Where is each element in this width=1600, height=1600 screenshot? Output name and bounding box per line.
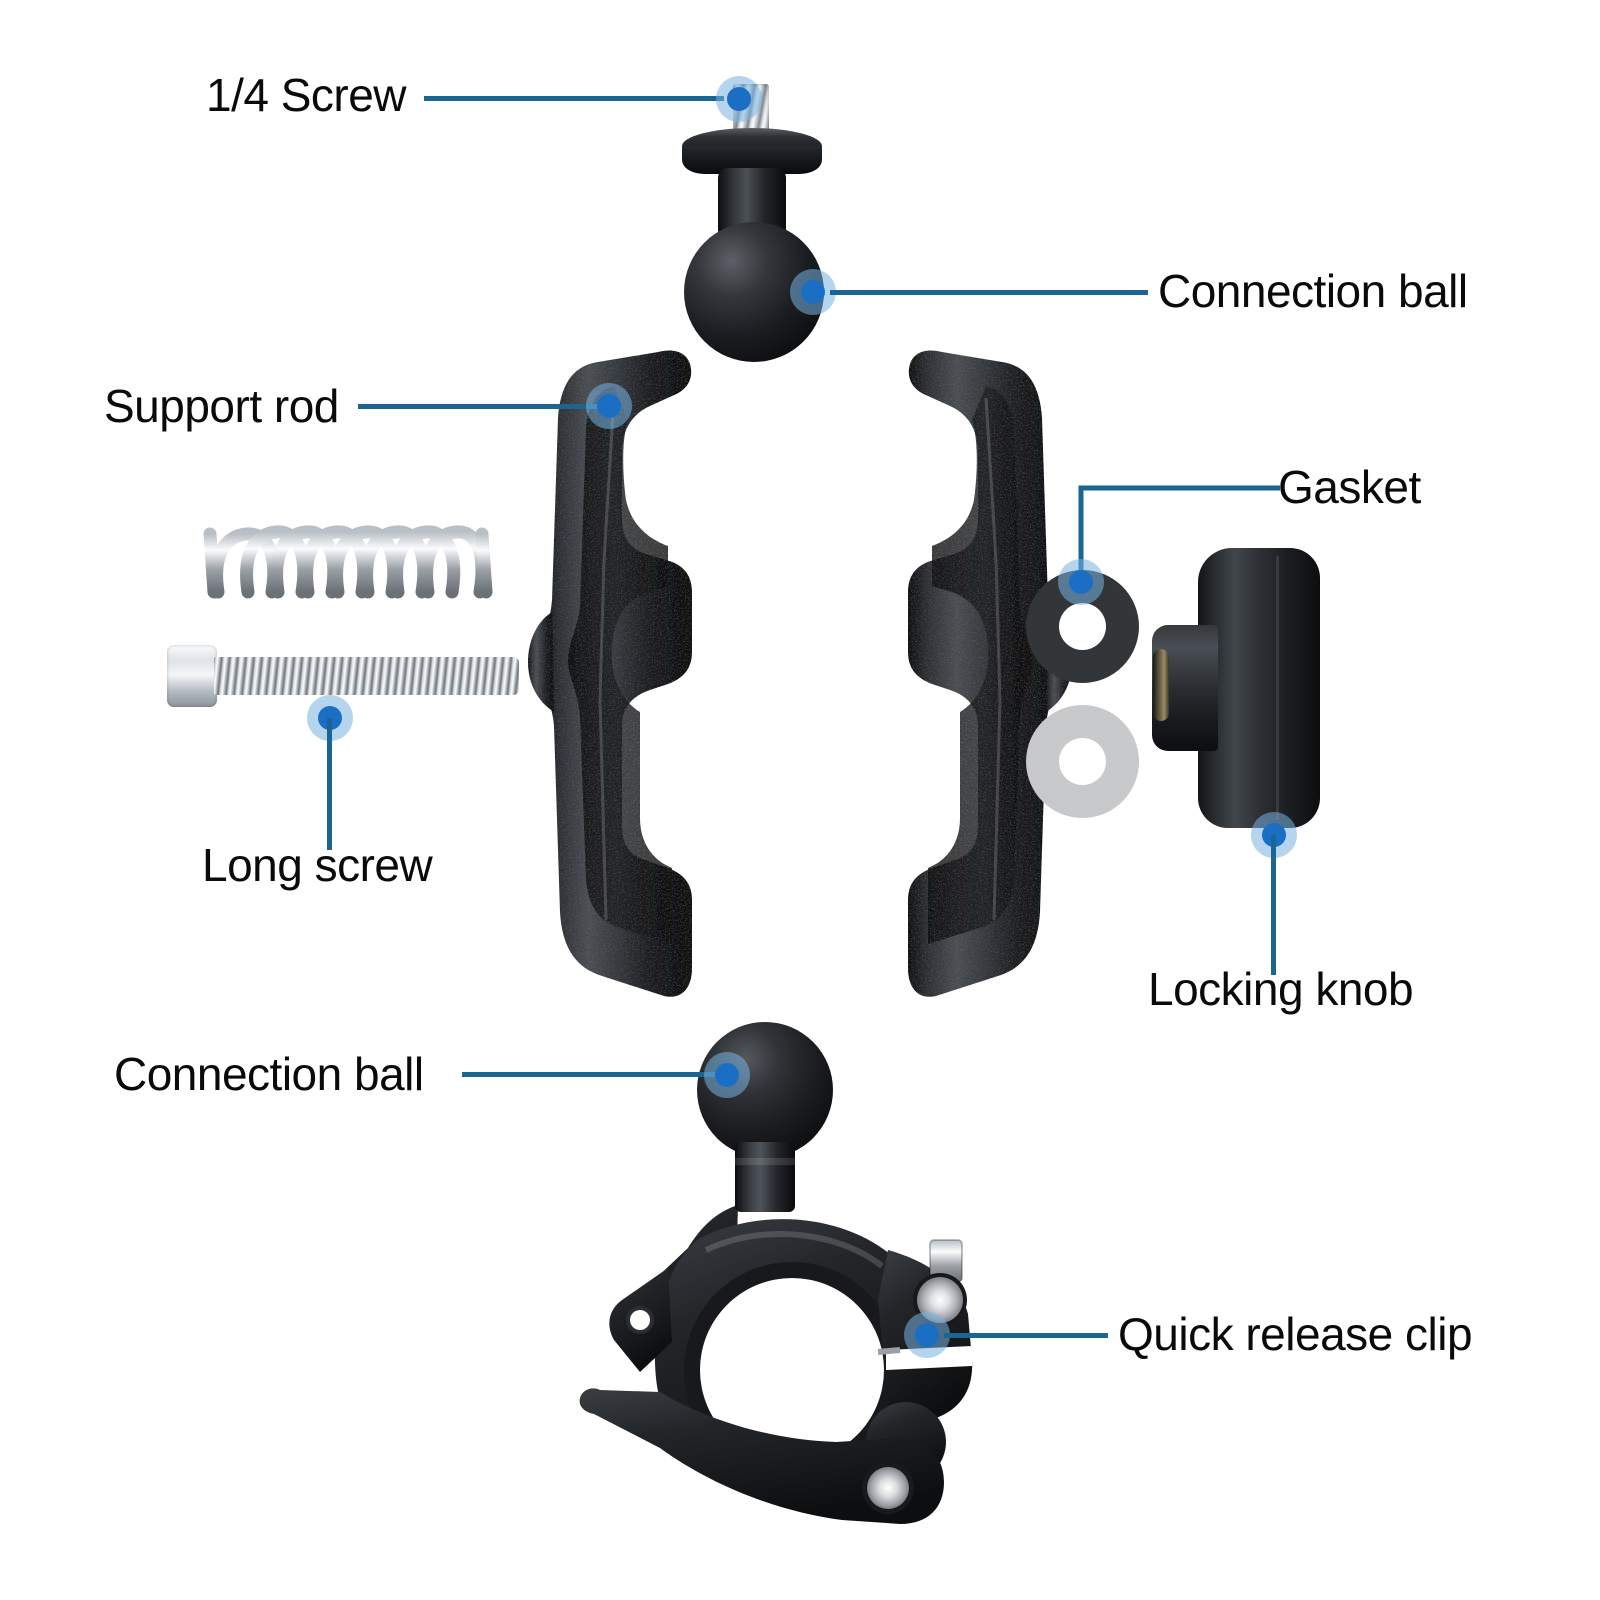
support-rod-right xyxy=(908,350,1072,997)
ball-stem-ring xyxy=(735,1158,795,1165)
leader-line-long-screw xyxy=(327,718,332,850)
leader-line-quarter-screw xyxy=(424,96,724,101)
label-gasket: Gasket xyxy=(1278,461,1421,513)
ball-stem-bottom xyxy=(735,1142,795,1212)
leader-line-connection-ball-bottom xyxy=(462,1072,722,1077)
leader-line-support-rod xyxy=(358,404,608,409)
leader-line-connection-ball-top xyxy=(830,290,1148,295)
label-locking-knob: Locking knob xyxy=(1148,963,1414,1015)
callout-dot-connection-ball-bottom[interactable] xyxy=(704,1052,750,1098)
label-quick-release-clip: Quick release clip xyxy=(1118,1308,1473,1360)
locking-knob-brass-insert xyxy=(1153,649,1169,721)
label-connection-ball-top: Connection ball xyxy=(1158,265,1468,317)
callout-dot-gasket[interactable] xyxy=(1058,559,1104,605)
locking-knob-body xyxy=(1198,548,1320,828)
label-quarter-screw: 1/4 Screw xyxy=(206,69,407,121)
callout-dot-quick-release-clip[interactable] xyxy=(904,1312,950,1358)
spring-part xyxy=(203,525,493,599)
quick-release-clip-part xyxy=(579,1205,973,1524)
long-screw-shaft xyxy=(214,657,519,695)
leader-line-quick-release-clip xyxy=(944,1333,1108,1338)
callout-dot-quarter-screw[interactable] xyxy=(716,76,762,122)
gasket-light-part xyxy=(1026,705,1139,818)
support-rod-left xyxy=(528,350,692,997)
long-screw-head xyxy=(167,645,217,707)
leader-line-locking-knob xyxy=(1271,835,1276,975)
locking-knob-seam xyxy=(1276,556,1279,820)
label-long-screw: Long screw xyxy=(202,839,433,891)
leader-line-gasket xyxy=(1078,485,1280,582)
callout-dot-connection-ball-top[interactable] xyxy=(790,269,836,315)
callout-dot-support-rod[interactable] xyxy=(586,383,632,429)
label-connection-ball-bottom: Connection ball xyxy=(114,1048,424,1100)
label-support-rod: Support rod xyxy=(104,380,339,432)
